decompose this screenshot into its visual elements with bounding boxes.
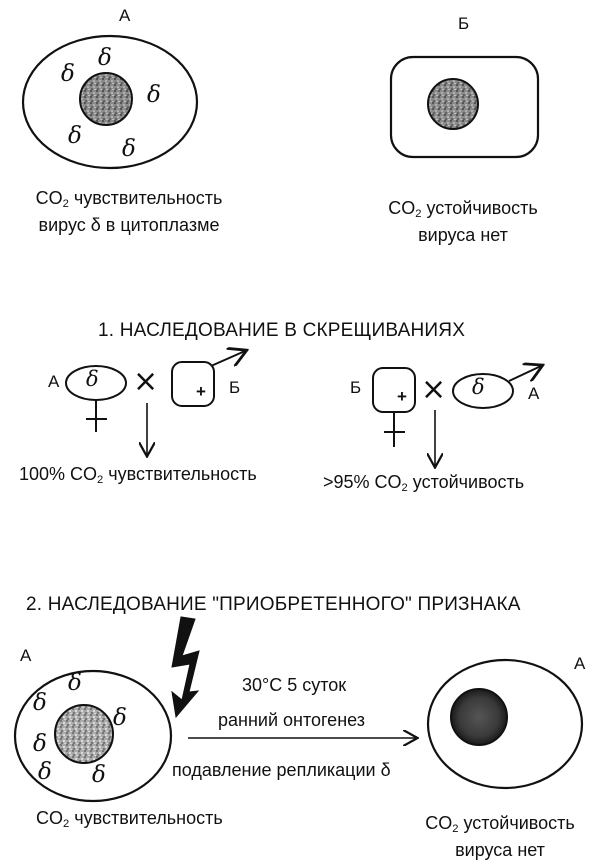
cured-cell-nucleus	[450, 688, 508, 746]
virus-symbol: δ	[472, 375, 485, 399]
virus-symbol: δ	[61, 61, 75, 87]
cured-cell-membrane	[426, 658, 584, 790]
cell-b-letter: Б	[458, 14, 470, 33]
male-plus-symbol: +	[196, 382, 206, 401]
virus-symbol: δ	[38, 759, 52, 785]
male-sign-arrow-right	[508, 366, 541, 382]
cross-left-female-label: А	[48, 372, 60, 391]
male-sign-arrow	[210, 351, 245, 367]
male-cell-right	[452, 373, 514, 409]
virus-symbol: δ	[122, 136, 136, 162]
cross-symbol: ×	[133, 364, 159, 399]
treatment-stage: ранний онтогенез	[218, 710, 366, 730]
cell-b-resistant	[389, 55, 540, 159]
cross-left-result: 100% CO2 чувствительность	[19, 464, 257, 486]
cross-right	[372, 366, 541, 466]
cell-a-caption: CO2 чувствительность вирус δ в цитоплазм…	[35, 188, 223, 235]
virus-symbol: δ	[86, 367, 99, 391]
cross-right-male-label: А	[528, 384, 540, 403]
cell-a-letter: А	[119, 6, 131, 25]
female-cell-right	[372, 367, 416, 413]
treated-cell-nucleus	[54, 704, 114, 764]
cell-left-letter: А	[20, 646, 32, 665]
cross-left	[65, 351, 245, 455]
cross-right-result: >95% CO2 устойчивость	[323, 472, 525, 494]
cross-left-male-label: Б	[229, 378, 241, 397]
cell-right-letter: А	[574, 654, 586, 673]
male-cell-left	[171, 361, 215, 407]
treatment-temperature: 30°C 5 суток	[242, 675, 347, 695]
virus-symbol: δ	[92, 762, 106, 788]
cell-left-caption: CO2 чувствительность	[36, 808, 223, 830]
section2-title: 2. НАСЛЕДОВАНИЕ "ПРИОБРЕТЕННОГО" ПРИЗНАК…	[26, 594, 521, 615]
cell-a-sensitive	[21, 34, 199, 170]
treated-cell-left	[13, 669, 173, 803]
cell-a-nucleus	[79, 72, 133, 126]
virus-symbol: δ	[33, 731, 47, 757]
virus-symbol: δ	[33, 690, 47, 716]
section1-title: 1. НАСЛЕДОВАНИЕ В СКРЕЩИВАНИЯХ	[98, 320, 466, 341]
treated-cell-membrane	[13, 669, 173, 803]
virus-symbol: δ	[68, 123, 82, 149]
lightning-bolt-icon	[171, 616, 200, 719]
cell-a-membrane	[21, 34, 199, 170]
cell-b-membrane	[389, 55, 540, 159]
female-plus-symbol: +	[397, 387, 407, 406]
virus-symbol: δ	[68, 670, 82, 696]
virus-symbol: δ	[113, 705, 127, 731]
cell-b-caption: CO2 устойчивость вируса нет	[388, 198, 538, 245]
virus-symbol: δ	[98, 45, 112, 71]
cell-right-caption: CO2 устойчивость вируса нет	[425, 813, 575, 860]
cured-cell-right	[426, 658, 584, 790]
treatment-effect: подавление репликации δ	[172, 760, 391, 780]
virus-symbol: δ	[147, 82, 161, 108]
cross-symbol: ×	[421, 372, 447, 407]
cross-right-female-label: Б	[350, 378, 362, 397]
cell-b-nucleus	[427, 78, 479, 130]
